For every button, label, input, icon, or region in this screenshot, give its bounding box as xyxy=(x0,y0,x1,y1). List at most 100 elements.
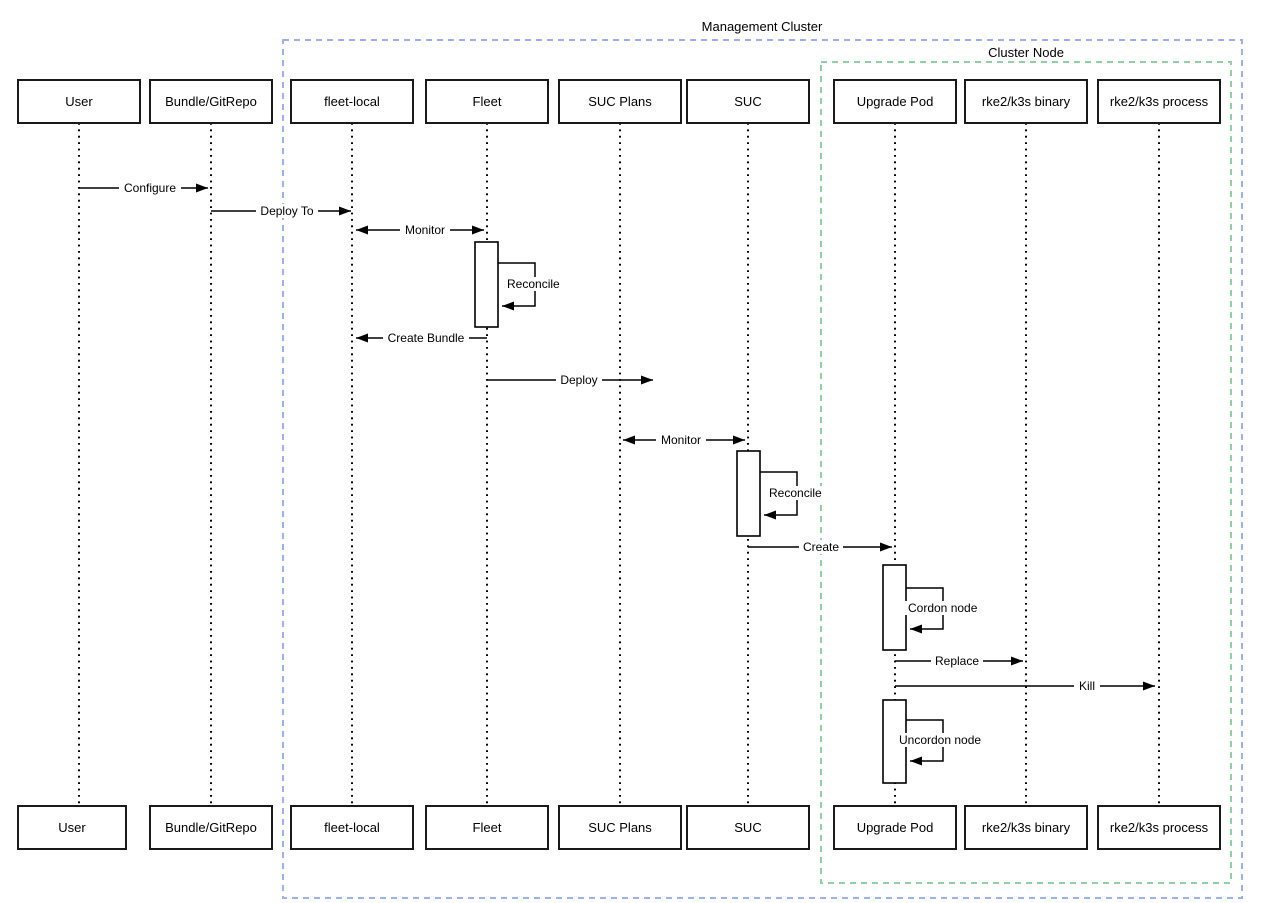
label-bg xyxy=(931,654,983,668)
actor-top-suc: SUC xyxy=(686,79,810,124)
actor-box xyxy=(1097,79,1221,124)
actor-box xyxy=(558,805,682,850)
actor-label: Upgrade Pod xyxy=(857,94,934,109)
kill-label: Kill xyxy=(1079,679,1095,693)
label-bg xyxy=(400,223,450,237)
actor-label: User xyxy=(58,820,86,835)
actor-top-fleet: Fleet xyxy=(425,79,549,124)
activation-fleet xyxy=(474,241,499,328)
deploy-to-label: Deploy To xyxy=(260,204,313,218)
actor-label: Upgrade Pod xyxy=(857,820,934,835)
actor-label: rke2/k3s binary xyxy=(982,820,1071,835)
actor-box xyxy=(686,79,810,124)
actor-row-top: User Bundle/GitRepo fleet-local Fleet SU… xyxy=(17,79,1221,124)
label-bg xyxy=(904,601,980,615)
deploy-label: Deploy xyxy=(560,373,597,387)
label-bg xyxy=(799,540,843,554)
cordon-node-label: Cordon node xyxy=(908,601,978,615)
activation-bars xyxy=(474,241,907,784)
cluster-node-title: Cluster Node xyxy=(988,45,1064,60)
actor-label: rke2/k3s binary xyxy=(982,94,1071,109)
actor-box xyxy=(149,79,273,124)
actor-box xyxy=(833,805,957,850)
self-loop-reconcile-fleet: Reconcile xyxy=(498,262,567,311)
actor-label: Bundle/GitRepo xyxy=(165,94,257,109)
actor-bottom-upgrade-pod: Upgrade Pod xyxy=(833,805,957,850)
message-kill: Kill xyxy=(895,679,1155,693)
message-deploy: Deploy xyxy=(487,373,653,387)
create-bundle-label: Create Bundle xyxy=(388,331,465,345)
label-bg xyxy=(895,733,985,747)
actor-bottom-suc-plans: SUC Plans xyxy=(558,805,682,850)
label-bg xyxy=(119,181,181,195)
actor-label: fleet-local xyxy=(324,820,380,835)
monitor-fleet-label: Monitor xyxy=(405,223,445,237)
uncordon-node-label: Uncordon node xyxy=(899,733,981,747)
actor-box xyxy=(558,79,682,124)
actor-box xyxy=(964,79,1088,124)
actor-bottom-fleet-local: fleet-local xyxy=(290,805,414,850)
actor-box xyxy=(686,805,810,850)
frame-cluster-node: Cluster Node xyxy=(820,45,1232,884)
actor-top-fleet-local: fleet-local xyxy=(290,79,414,124)
actor-box xyxy=(290,805,414,850)
label-bg xyxy=(656,433,706,447)
actor-label: User xyxy=(65,94,93,109)
cluster-node-border xyxy=(820,61,1232,884)
self-loop-uncordon-node: Uncordon node xyxy=(895,719,985,766)
actor-bottom-suc: SUC xyxy=(686,805,810,850)
label-bg xyxy=(383,331,469,345)
message-deploy-to: Deploy To xyxy=(211,204,351,218)
actor-label: SUC xyxy=(734,820,761,835)
actor-bottom-bundle-gitrepo: Bundle/GitRepo xyxy=(149,805,273,850)
actor-bottom-user: User xyxy=(17,805,127,850)
actor-bottom-rke2-k3s-binary: rke2/k3s binary xyxy=(964,805,1088,850)
create-label: Create xyxy=(803,540,839,554)
actor-bottom-rke2-k3s-process: rke2/k3s process xyxy=(1097,805,1221,850)
actor-top-upgrade-pod: Upgrade Pod xyxy=(833,79,957,124)
actor-label: Bundle/GitRepo xyxy=(165,820,257,835)
frame-management-cluster: Management Cluster xyxy=(282,19,1243,899)
actor-label: Fleet xyxy=(473,820,502,835)
reconcile-fleet-label: Reconcile xyxy=(507,277,560,291)
actor-label: rke2/k3s process xyxy=(1110,94,1209,109)
message-create: Create xyxy=(748,540,892,554)
actor-box xyxy=(17,79,141,124)
message-monitor-suc: Monitor xyxy=(623,433,745,447)
message-replace: Replace xyxy=(895,654,1023,668)
management-cluster-border xyxy=(282,39,1243,899)
label-bg xyxy=(556,373,602,387)
label-bg xyxy=(765,486,829,500)
actor-box xyxy=(17,805,127,850)
actor-label: rke2/k3s process xyxy=(1110,820,1209,835)
label-bg xyxy=(1074,679,1100,693)
actor-top-rke2-k3s-process: rke2/k3s process xyxy=(1097,79,1221,124)
actor-top-user: User xyxy=(17,79,141,124)
self-loop-cordon-node: Cordon node xyxy=(904,587,980,634)
actor-top-rke2-k3s-binary: rke2/k3s binary xyxy=(964,79,1088,124)
activation-upgrade-pod-cordon xyxy=(882,564,907,651)
self-loop-reconcile-suc: Reconcile xyxy=(760,471,829,520)
message-configure: Configure xyxy=(79,181,208,195)
actor-box xyxy=(833,79,957,124)
reconcile-suc-label: Reconcile xyxy=(769,486,822,500)
actor-box xyxy=(1097,805,1221,850)
actor-bottom-fleet: Fleet xyxy=(425,805,549,850)
replace-label: Replace xyxy=(935,654,979,668)
monitor-suc-label: Monitor xyxy=(661,433,701,447)
actor-box xyxy=(425,805,549,850)
message-create-bundle: Create Bundle xyxy=(356,331,487,345)
actor-label: SUC xyxy=(734,94,761,109)
lifelines xyxy=(78,123,1160,806)
message-monitor-fleet: Monitor xyxy=(356,223,484,237)
configure-label: Configure xyxy=(124,181,176,195)
management-cluster-title: Management Cluster xyxy=(702,19,823,34)
actor-top-bundle-gitrepo: Bundle/GitRepo xyxy=(149,79,273,124)
actor-label: SUC Plans xyxy=(588,94,652,109)
label-bg xyxy=(256,204,318,218)
label-bg xyxy=(503,277,567,291)
actor-row-bottom: User Bundle/GitRepo fleet-local Fleet SU… xyxy=(17,805,1221,850)
actor-label: fleet-local xyxy=(324,94,380,109)
actor-label: SUC Plans xyxy=(588,820,652,835)
